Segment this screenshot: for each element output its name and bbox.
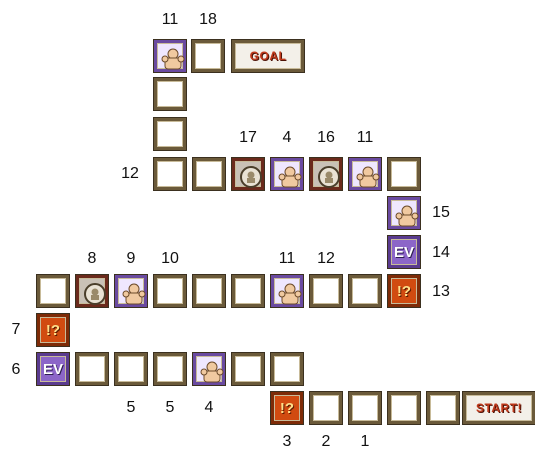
start-tile: START! [463,392,535,424]
space-number: 7 [4,321,28,339]
ev-label: EV [40,356,66,382]
board-tile [310,392,342,424]
battle-tile [154,40,186,72]
event-tile: !? [271,392,303,424]
goal-tile: GOAL [232,40,304,72]
board-tile [232,353,264,385]
space-number: 8 [80,250,104,268]
token-icon [238,164,264,190]
space-number: 15 [429,204,453,222]
space-number: 10 [158,250,182,268]
space-number: 5 [158,399,182,417]
token-icon [82,281,108,307]
board-tile [232,275,264,307]
board-tile [349,275,381,307]
board-tile [193,275,225,307]
board-tile [154,158,186,190]
board-tile [154,353,186,385]
event-label: !? [274,395,300,421]
ev-tile: EV [388,236,420,268]
space-number: 5 [119,399,143,417]
wrestler-icon [121,281,147,307]
wrestler-icon [277,281,303,307]
space-number: 11 [353,129,377,147]
wrestler-icon [199,359,225,385]
goal-label: GOAL [235,43,301,69]
event-label: !? [40,317,66,343]
event-label: !? [391,278,417,304]
board-tile [37,275,69,307]
token-tile [76,275,108,307]
space-number: 11 [158,11,182,29]
space-number: 6 [4,361,28,379]
token-tile [310,158,342,190]
wrestler-icon [160,46,186,72]
space-number: 9 [119,250,143,268]
space-number: 17 [236,129,260,147]
space-number: 12 [118,165,142,183]
space-number: 13 [429,283,453,301]
space-number: 2 [314,433,338,451]
board-tile [427,392,459,424]
token-tile [232,158,264,190]
board-tile [388,392,420,424]
event-tile: !? [37,314,69,346]
wrestler-icon [277,164,303,190]
space-number: 18 [196,11,220,29]
board-tile [271,353,303,385]
wrestler-icon [355,164,381,190]
space-number: 4 [197,399,221,417]
battle-tile [271,158,303,190]
space-number: 11 [275,250,299,268]
space-number: 3 [275,433,299,451]
board-tile [192,40,224,72]
space-number: 16 [314,129,338,147]
space-number: 1 [353,433,377,451]
battle-tile [349,158,381,190]
board-tile [349,392,381,424]
battle-tile [388,197,420,229]
ev-label: EV [391,239,417,265]
board-tile [193,158,225,190]
ev-tile: EV [37,353,69,385]
wrestler-icon [394,203,420,229]
board-tile [76,353,108,385]
board-tile [115,353,147,385]
board-tile [154,275,186,307]
space-number: 12 [314,250,338,268]
battle-tile [271,275,303,307]
event-tile: !? [388,275,420,307]
battle-tile [115,275,147,307]
battle-tile [193,353,225,385]
board-tile [154,118,186,150]
start-label: START! [466,395,532,421]
board-tile [388,158,420,190]
space-number: 4 [275,129,299,147]
board-tile [154,78,186,110]
board-tile [310,275,342,307]
space-number: 14 [429,244,453,262]
token-icon [316,164,342,190]
